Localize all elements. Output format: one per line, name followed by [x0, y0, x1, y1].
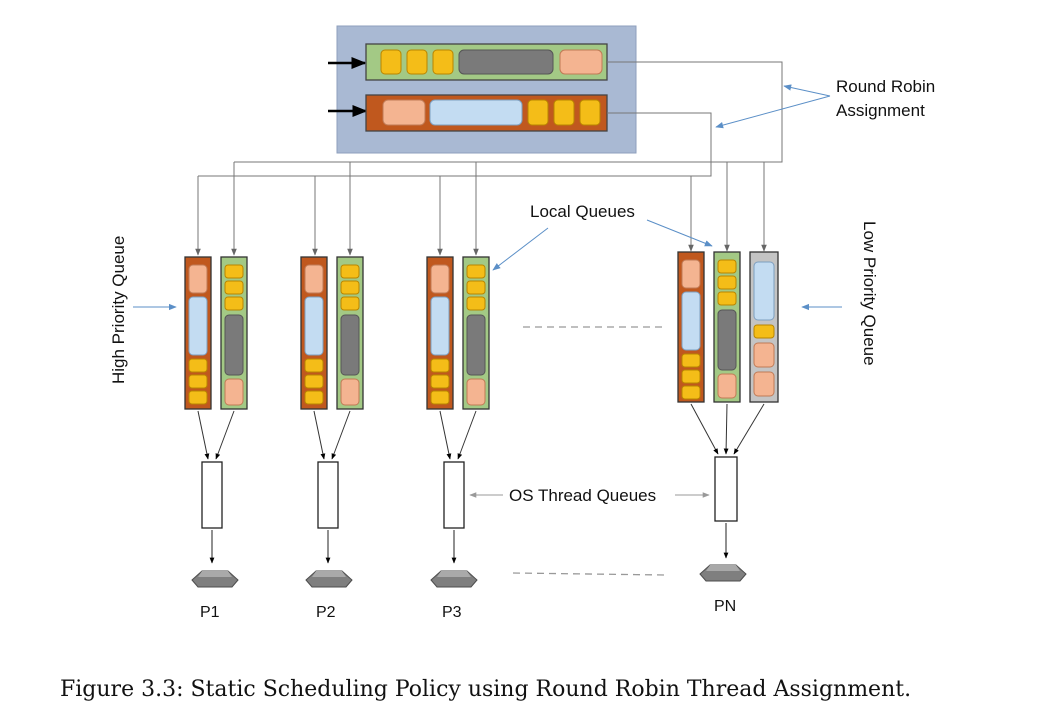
os-thread-queue-p2 — [317, 461, 339, 529]
local-queue-group-p1 — [184, 256, 248, 410]
os-thread-queues-label: OS Thread Queues — [509, 486, 656, 505]
high-priority-local-queue — [300, 256, 328, 410]
low-priority-local-queue — [462, 256, 490, 410]
high-priority-local-queue — [184, 256, 212, 410]
round-robin-label-line2: Assignment — [836, 101, 925, 120]
high-priority-local-queue — [426, 256, 454, 410]
round-robin-distribution-lines — [195, 61, 783, 256]
os-thread-queues — [201, 456, 738, 529]
low-priority-local-queue — [713, 251, 741, 403]
low-priority-local-queue — [220, 256, 248, 410]
local-queue-group-pn — [677, 251, 779, 403]
low-priority-queue-label: Low Priority Queue — [860, 221, 879, 366]
queue-to-thread-arrows — [197, 403, 765, 460]
high-priority-local-queue — [677, 251, 705, 403]
global-high-priority-queue — [365, 94, 608, 132]
global-queue-panel — [328, 25, 637, 154]
thread-to-processor-arrows — [209, 523, 729, 564]
processor-chip-p1 — [191, 570, 239, 588]
processor-chip-p3 — [430, 570, 478, 588]
high-priority-queue-label: High Priority Queue — [109, 236, 128, 384]
local-queues-label: Local Queues — [530, 202, 635, 221]
os-thread-queue-p3 — [443, 461, 465, 529]
processor-label-pn: PN — [714, 598, 736, 615]
low-priority-local-queue — [336, 256, 364, 410]
callout-arrows — [133, 84, 842, 311]
processor-label-p3: P3 — [442, 604, 462, 621]
processor-label-p2: P2 — [316, 604, 336, 621]
processor-chip-p2 — [305, 570, 353, 588]
ellipsis-dashes-processors — [512, 572, 666, 576]
extra-local-queue — [749, 251, 779, 403]
os-thread-queue-pn — [714, 456, 738, 522]
os-thread-queue-p1 — [201, 461, 223, 529]
figure-caption: Figure 3.3: Static Scheduling Policy usi… — [60, 677, 911, 702]
local-queue-group-p3 — [426, 256, 490, 410]
global-low-priority-queue — [365, 43, 608, 81]
processor-chip-pn — [699, 564, 747, 582]
local-queue-group-p2 — [300, 256, 364, 410]
round-robin-label-line1: Round Robin — [836, 77, 935, 96]
processor-label-p1: P1 — [200, 604, 220, 621]
